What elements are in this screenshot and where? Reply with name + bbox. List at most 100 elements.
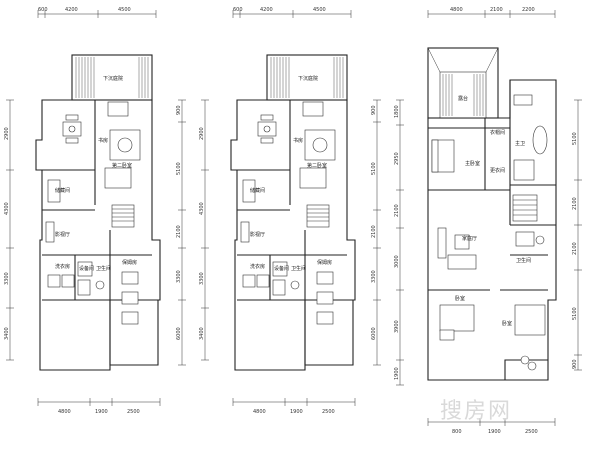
dim-bottom-2: 1900: [95, 409, 108, 415]
plan-right: 4800 2100 2200 1800 2950 2100 3000 3900 …: [394, 7, 582, 435]
room-label-wc: 卫生间: [96, 265, 111, 272]
room-label-bed3: 卧室: [455, 295, 465, 302]
staircase: [306, 204, 330, 228]
room-label-terrace: 露台: [458, 95, 468, 102]
wc-fixtures: [515, 231, 545, 247]
room-label-terrace: 下沉庭院: [103, 75, 123, 82]
study-desk: [257, 114, 277, 144]
dim-left-2: 4300: [4, 202, 10, 215]
right-dimension-line: 900 5100 2100 3300 6000: [176, 99, 186, 366]
dim-right-3: 2100: [572, 242, 578, 255]
dim-top-1: 600: [38, 7, 48, 13]
room-label-storage: 储藏间: [250, 187, 265, 194]
laundry-fixtures: [242, 274, 270, 288]
dim-top-3: 4500: [313, 7, 326, 13]
sunken-terrace: 下沉庭院: [71, 54, 153, 101]
right-dimension-line: 5100 2100 2100 5100 900: [572, 99, 582, 371]
dim-left-3: 3300: [4, 272, 10, 285]
room-label-storage: 储藏间: [55, 187, 70, 194]
dim-left-1: 2900: [199, 127, 205, 140]
top-dimension-line: 4800 2100 2200: [427, 7, 556, 18]
master-bath-fixtures: [513, 94, 548, 181]
dim-right-2: 5100: [176, 162, 182, 175]
dim-right-4: 5100: [572, 307, 578, 320]
dim-top-3: 2200: [522, 7, 535, 13]
dim-right-5: 900: [572, 359, 578, 369]
wc-fixtures: [77, 261, 105, 296]
maid-room-furniture: [316, 271, 334, 325]
exterior-wall: [35, 99, 161, 371]
dim-left-5: 3900: [394, 320, 400, 333]
dim-top-2: 4200: [65, 7, 78, 13]
dim-right-1: 900: [371, 105, 377, 115]
bedroom3-bed: [439, 304, 475, 341]
room-label-maid: 保姆房: [317, 259, 332, 266]
staircase: [512, 194, 538, 222]
wc-fixtures: [272, 261, 300, 296]
dim-right-5: 6000: [371, 327, 377, 340]
room-label-terrace: 下沉庭院: [298, 75, 318, 82]
dim-bottom-1: 4800: [58, 409, 71, 415]
laundry-fixtures: [47, 274, 75, 288]
dim-top-1: 4800: [450, 7, 463, 13]
dim-left-6: 1900: [394, 367, 400, 380]
bedroom4-bed: [514, 304, 546, 371]
plan-middle: 600 4200 4500 2900 4300 3300 3400 900 5: [199, 7, 381, 415]
dim-bottom-3: 2500: [525, 429, 538, 435]
dim-left-3: 2100: [394, 204, 400, 217]
left-dimension-line: 2900 4300 3300 3400: [199, 99, 209, 361]
bedroom2-furniture: [299, 101, 336, 189]
dim-right-1: 5100: [572, 132, 578, 145]
dim-bottom-3: 2500: [322, 409, 335, 415]
room-label-study: 书房: [293, 137, 303, 144]
maid-room-furniture: [121, 271, 139, 325]
room-label-bedroom2: 第二卧室: [307, 162, 327, 169]
bedroom2-furniture: [104, 101, 141, 189]
watermark: 搜房网: [440, 399, 512, 424]
dim-bottom-2: 1900: [488, 429, 501, 435]
dim-left-4: 3400: [4, 327, 10, 340]
exterior-wall: [230, 99, 356, 371]
dim-right-4: 3300: [176, 270, 182, 283]
storage-cabinet: [242, 179, 256, 203]
staircase: [111, 204, 135, 228]
bottom-dimension-line: 800 1900 2500: [427, 418, 556, 435]
dim-right-5: 6000: [176, 327, 182, 340]
bottom-dimension-line: 4800 1900 2500: [232, 398, 356, 415]
plan-left: 600 4200 4500 2900 4300 3300 3400 9: [4, 7, 186, 415]
room-label-master: 主卧室: [465, 160, 480, 167]
family-hall-sofas: [437, 227, 477, 270]
top-dimension-line: 600 4200 4500: [37, 7, 157, 18]
room-label-wc: 卫生间: [291, 265, 306, 272]
dim-right-1: 900: [176, 105, 182, 115]
dim-right-2: 2100: [572, 197, 578, 210]
room-label-utility: 设备间: [274, 265, 289, 272]
master-bed: [431, 139, 455, 173]
dim-bottom-2: 1900: [290, 409, 303, 415]
right-dimension-line: 900 5100 2100 3300 6000: [371, 99, 381, 366]
lounge-sofa: [45, 221, 55, 243]
left-dimension-line: 2900 4300 3300 3400: [4, 99, 14, 361]
dim-left-3: 3300: [199, 272, 205, 285]
interior-walls: [42, 100, 152, 301]
left-dimension-line: 1800 2950 2100 3000 3900 1900: [394, 99, 404, 386]
dim-left-1: 2900: [4, 127, 10, 140]
dim-top-3: 4500: [118, 7, 131, 13]
room-label-dressing: 衣帽间: [490, 129, 505, 136]
room-label-laundry: 洗衣房: [250, 263, 265, 270]
interior-walls: [428, 80, 556, 291]
dim-top-1: 600: [233, 7, 243, 13]
dim-right-3: 2100: [176, 225, 182, 238]
exterior-wall: [427, 79, 557, 381]
study-desk: [62, 114, 82, 144]
room-label-laundry: 洗衣房: [55, 263, 70, 270]
dim-left-2: 2950: [394, 152, 400, 165]
dim-left-2: 4300: [199, 202, 205, 215]
room-label-study: 书房: [98, 137, 108, 144]
dim-bottom-3: 2500: [127, 409, 140, 415]
room-label-bath: 主卫: [515, 140, 525, 147]
dim-left-4: 3000: [394, 255, 400, 268]
dim-bottom-1: 800: [452, 429, 462, 435]
dim-right-3: 2100: [371, 225, 377, 238]
